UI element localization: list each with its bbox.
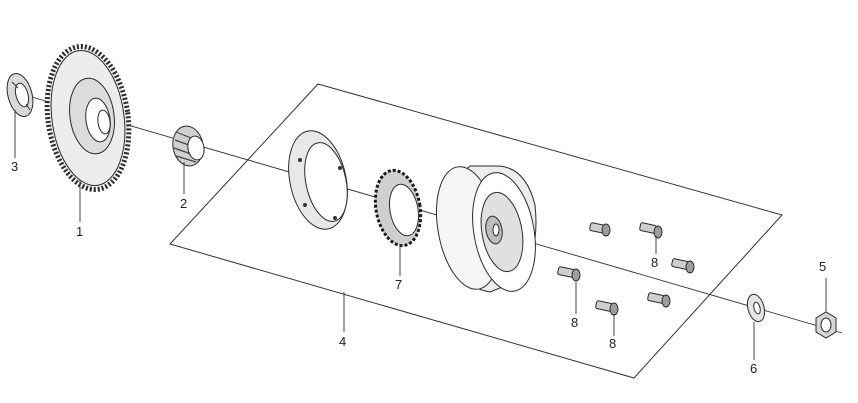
callout-1: 1 xyxy=(76,224,83,239)
hex-nut-part-5 xyxy=(815,311,837,339)
callout-7: 7 xyxy=(395,277,402,292)
callout-4: 4 xyxy=(339,334,346,349)
clutch-outer-ring xyxy=(288,130,348,230)
large-gear-part-1 xyxy=(44,43,132,193)
bolt-8-3 xyxy=(671,258,695,274)
bolt-8-1 xyxy=(589,222,611,237)
assembly-plane xyxy=(169,83,783,379)
callout-5: 5 xyxy=(819,259,826,274)
bolt-8-2 xyxy=(639,222,663,239)
callout-6: 6 xyxy=(750,361,757,376)
sprag-clutch-part-7 xyxy=(373,168,423,248)
flywheel-rotor xyxy=(436,165,537,293)
bolt-8-5 xyxy=(647,292,671,308)
bolt-8-6 xyxy=(595,300,619,316)
flat-washer-part-6 xyxy=(746,293,766,323)
callout-8-a: 8 xyxy=(571,315,578,330)
retaining-washer-part-3 xyxy=(6,73,34,117)
bolt-8-4 xyxy=(557,266,581,282)
callout-8-b: 8 xyxy=(651,255,658,270)
needle-bearing-part-2 xyxy=(172,125,205,167)
callout-3: 3 xyxy=(11,159,18,174)
callout-8-c: 8 xyxy=(609,336,616,351)
callout-2: 2 xyxy=(180,196,187,211)
center-axis-line xyxy=(17,92,843,334)
